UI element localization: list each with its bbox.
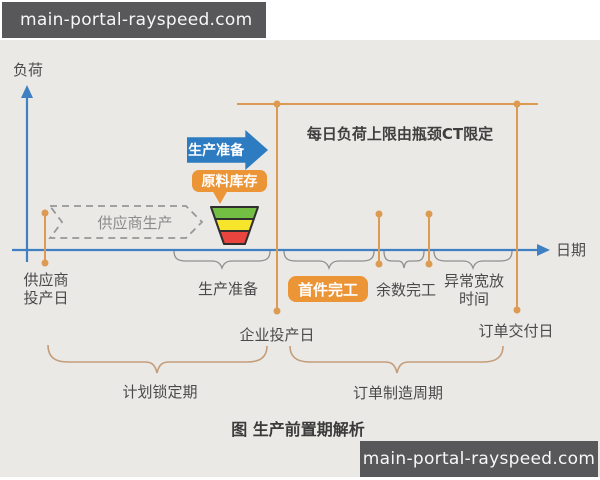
- watermark-bottom-text: main-portal-rayspeed.com: [362, 449, 596, 469]
- y-axis-label: 负荷: [13, 61, 44, 79]
- figure-caption: 图 生产前置期解析: [231, 420, 365, 439]
- diagram-background: [0, 40, 600, 477]
- watermark-top-text: main-portal-rayspeed.com: [20, 10, 253, 30]
- remainder-done-label: 余数完工: [375, 281, 436, 299]
- enterprise-start-label: 企业投产日: [239, 326, 315, 344]
- segment-production-prep-label: 生产准备: [197, 280, 258, 298]
- first-piece-label: 首件完工: [297, 280, 358, 299]
- plan-locked-label: 计划锁定期: [122, 383, 198, 401]
- material-inventory-pointer-icon: [212, 190, 228, 204]
- watermark-bottom: main-portal-rayspeed.com: [360, 441, 598, 477]
- material-inventory-badge: 原料库存: [192, 170, 267, 192]
- abnormal-allowance-line2: 时间: [458, 290, 489, 308]
- production-prep-arrow-label: 生产准备: [188, 143, 245, 159]
- watermark-top: main-portal-rayspeed.com: [2, 2, 266, 38]
- abnormal-allowance-label: 异常宽放 时间: [434, 272, 514, 308]
- abnormal-allowance-line1: 异常宽放: [443, 272, 504, 290]
- order-delivery-label: 订单交付日: [478, 322, 554, 340]
- ceiling-note: 每日负荷上限由瓶颈CT限定: [306, 125, 494, 143]
- order-cycle-label: 订单制造周期: [352, 384, 443, 402]
- supplier-production-label: 供应商生产: [97, 214, 173, 232]
- supplier-start-line2: 投产日: [23, 289, 69, 307]
- material-inventory-label: 原料库存: [201, 174, 258, 190]
- x-axis-label: 日期: [556, 241, 587, 259]
- supplier-start-label: 供应商 投产日: [20, 271, 72, 307]
- bottom-margin: [0, 477, 600, 480]
- supplier-start-line1: 供应商: [23, 271, 69, 289]
- first-piece-badge: 首件完工: [288, 276, 368, 302]
